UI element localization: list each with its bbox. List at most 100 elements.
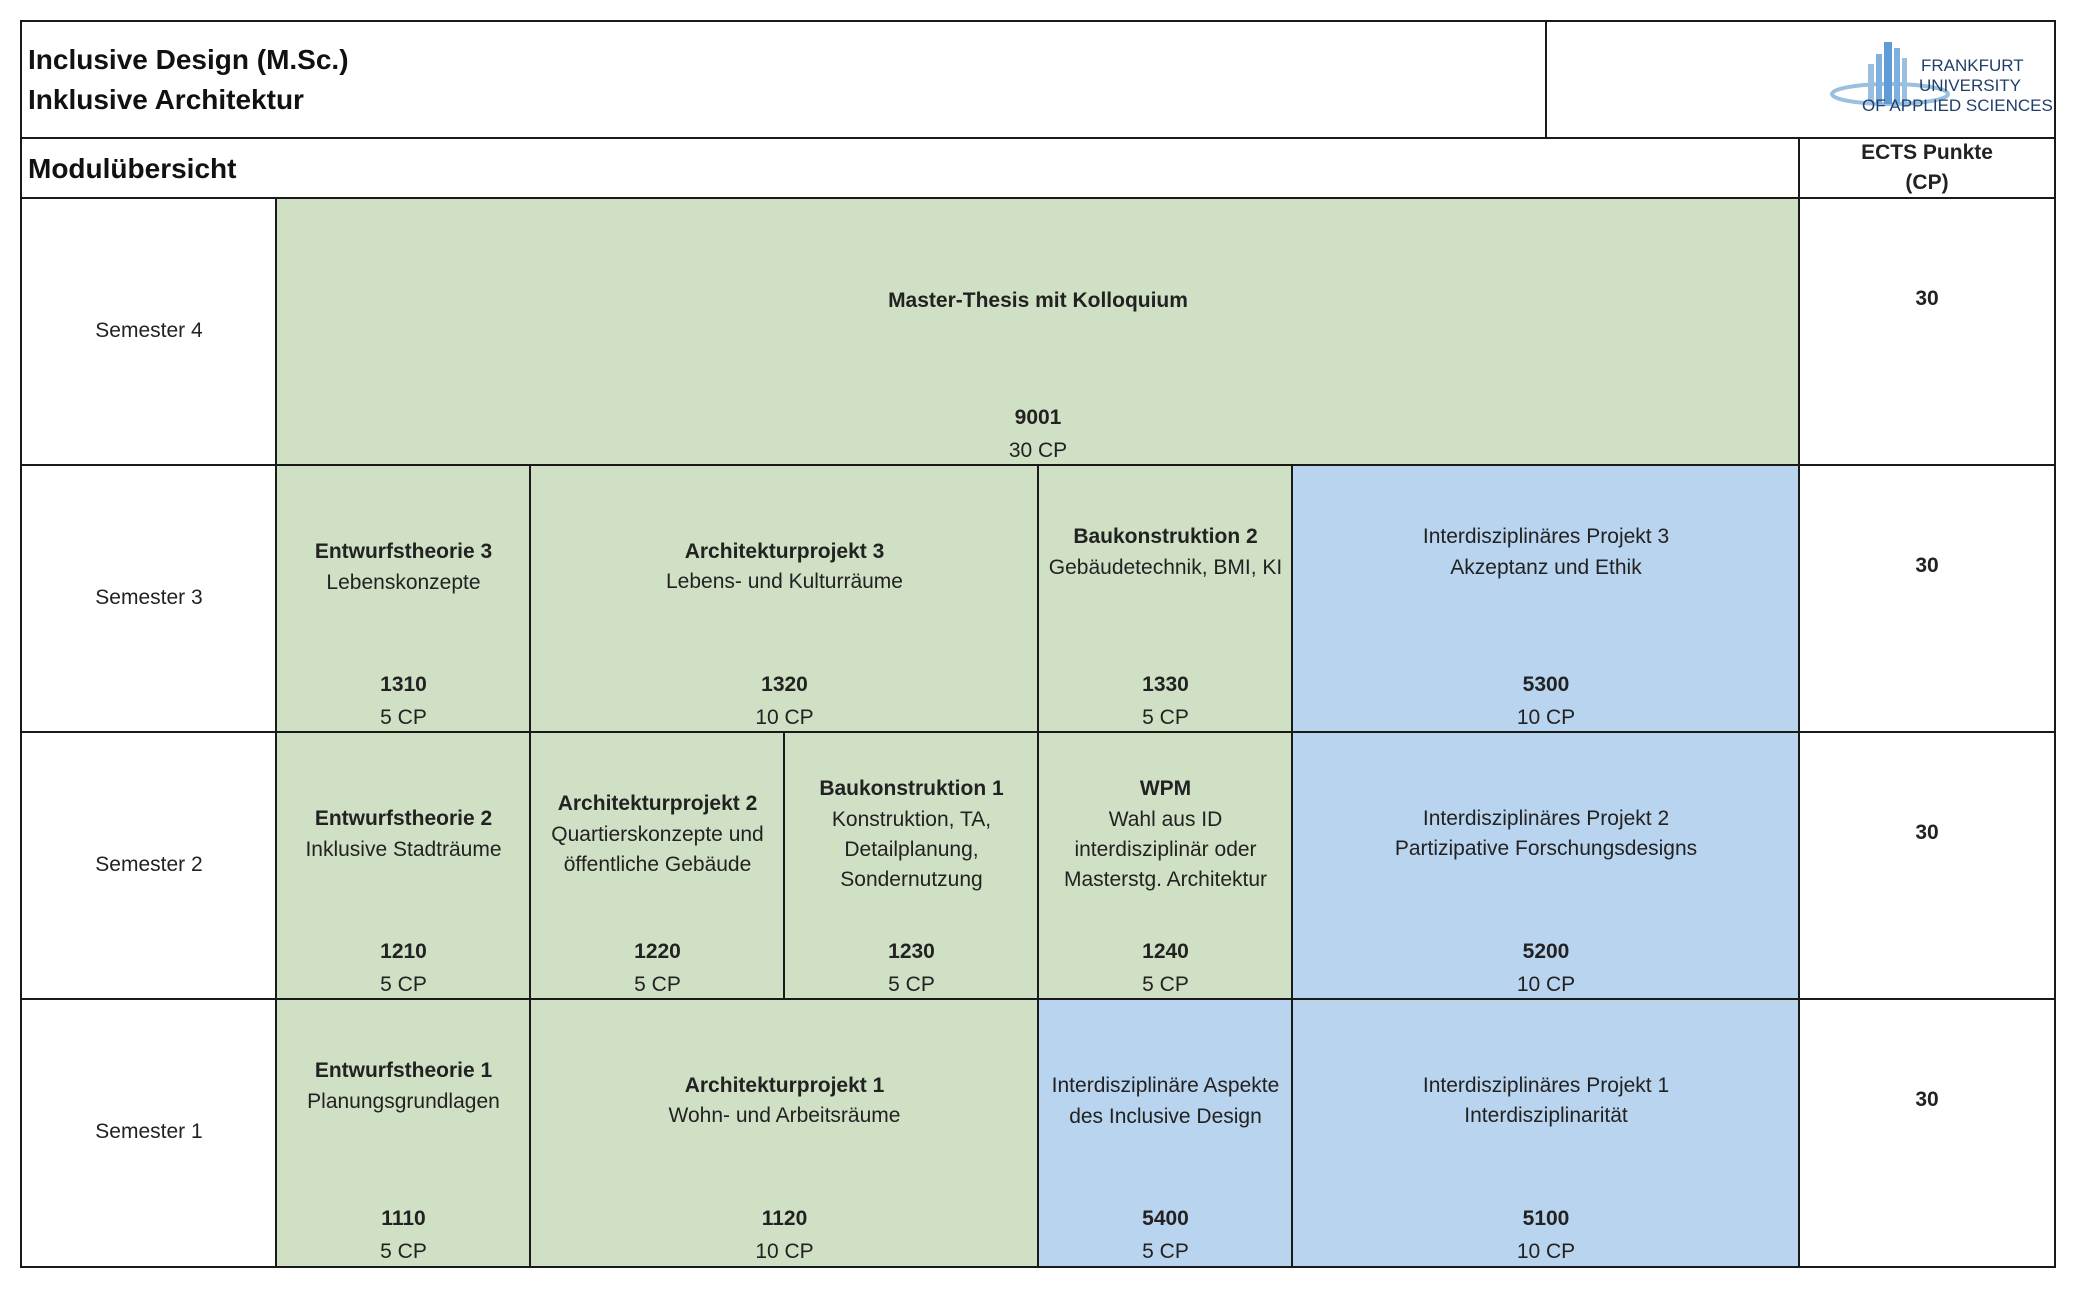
module-subtitle: Wohn- und Arbeitsräume	[668, 1104, 901, 1127]
semester-label: Semester 1	[95, 1120, 203, 1143]
module-cp: 5 CP	[380, 973, 427, 996]
module-cell: WPM Wahl aus ID interdisziplinär oder Ma…	[1037, 731, 1294, 1001]
module-subtitle-line: öffentliche Gebäude	[563, 853, 752, 876]
semester-label-cell: Semester 4	[20, 197, 278, 467]
module-cp: 5 CP	[634, 973, 681, 996]
module-code: 9001	[1014, 406, 1062, 429]
module-title: Architekturprojekt 2	[557, 792, 758, 815]
module-cell: Architekturprojekt 3 Lebens- und Kulturr…	[529, 464, 1040, 734]
module-cp: 10 CP	[755, 706, 814, 729]
university-logo-icon	[1830, 42, 1950, 106]
module-cp: 10 CP	[755, 1240, 814, 1263]
module-subtitle-line: Quartierskonzepte und	[551, 823, 764, 846]
module-cp: 10 CP	[1516, 973, 1576, 996]
module-cell: Interdisziplinäre Aspekte des Inclusive …	[1037, 998, 1294, 1268]
module-code: 1230	[888, 940, 935, 963]
module-title: WPM	[1139, 777, 1192, 800]
module-code: 1110	[381, 1207, 426, 1230]
ects-cell: 30	[1798, 731, 2056, 1001]
module-subtitle-line: Interdisziplinarität	[1464, 1104, 1628, 1127]
ects-header-line2: (CP)	[1905, 171, 1949, 194]
module-subtitle-line: Detailplanung,	[844, 838, 979, 861]
module-code: 1220	[634, 940, 681, 963]
module-title: Entwurfstheorie 2	[314, 807, 493, 830]
semester-label: Semester 4	[95, 319, 203, 342]
module-subtitle-line: des Inclusive Design	[1069, 1105, 1262, 1128]
ects-value: 30	[1915, 1088, 1939, 1111]
semester-label: Semester 3	[95, 586, 203, 609]
module-cp: 5 CP	[1142, 973, 1189, 996]
ects-header-cell: ECTS Punkte (CP)	[1798, 137, 2056, 200]
module-subtitle-line: Masterstg. Architektur	[1063, 868, 1268, 891]
module-cp: 30 CP	[1008, 439, 1068, 462]
module-subtitle-line: Sondernutzung	[840, 868, 983, 891]
module-code: 1330	[1142, 673, 1189, 696]
logo-line-2: UNIVERSITY	[1919, 76, 2022, 95]
program-subtitle: Inklusive Architektur	[28, 84, 304, 115]
ects-cell: 30	[1798, 464, 2056, 734]
module-title: Entwurfstheorie 1	[314, 1059, 493, 1082]
module-code: 1320	[761, 673, 808, 696]
module-subtitle-line: Interdisziplinäre Aspekte	[1051, 1074, 1280, 1097]
module-code: 5400	[1142, 1207, 1189, 1230]
module-subtitle: Inklusive Stadträume	[305, 838, 502, 861]
module-title: Baukonstruktion 1	[819, 777, 1004, 800]
module-code: 5300	[1522, 673, 1570, 696]
module-code: 1120	[761, 1207, 808, 1230]
module-subtitle-line: Interdisziplinäres Projekt 1	[1422, 1074, 1670, 1097]
module-cp: 5 CP	[888, 973, 935, 996]
module-title: Entwurfstheorie 3	[314, 540, 493, 563]
module-cell: Entwurfstheorie 2 Inklusive Stadträume 1…	[275, 731, 532, 1001]
ects-cell: 30	[1798, 998, 2056, 1268]
module-cell: Entwurfstheorie 3 Lebenskonzepte 1310 5 …	[275, 464, 532, 734]
module-cell: Master-Thesis mit Kolloquium 9001 30 CP	[275, 197, 1801, 467]
module-subtitle-line: Wahl aus ID	[1108, 808, 1223, 831]
module-cp: 5 CP	[1142, 1240, 1189, 1263]
semester-label-cell: Semester 1	[20, 998, 278, 1268]
module-cp: 5 CP	[1142, 706, 1189, 729]
module-cp: 5 CP	[380, 706, 427, 729]
module-subtitle-line: interdisziplinär oder	[1074, 838, 1257, 861]
semester-label-cell: Semester 2	[20, 731, 278, 1001]
module-cp: 10 CP	[1516, 1240, 1576, 1263]
logo-line-3: OF APPLIED SCIENCES	[1862, 96, 2053, 115]
module-subtitle-line: Interdisziplinäres Projekt 2	[1422, 807, 1670, 830]
module-subtitle-line: Interdisziplinäres Projekt 3	[1422, 525, 1670, 548]
ects-value: 30	[1915, 287, 1939, 310]
module-cell: Interdisziplinäres Projekt 3 Akzeptanz u…	[1291, 464, 1801, 734]
header-title-cell: Inclusive Design (M.Sc.) Inklusive Archi…	[20, 20, 1548, 140]
module-cell: Interdisziplinäres Projekt 1 Interdiszip…	[1291, 998, 1801, 1268]
ects-value: 30	[1915, 821, 1939, 844]
module-code: 5100	[1522, 1207, 1570, 1230]
module-subtitle: Lebens- und Kulturräume	[666, 570, 903, 593]
ects-header-line1: ECTS Punkte	[1861, 141, 1993, 164]
module-title: Master-Thesis mit Kolloquium	[888, 289, 1188, 312]
module-cp: 5 CP	[380, 1240, 427, 1263]
module-code: 1210	[380, 940, 427, 963]
overview-label: Modulübersicht	[28, 153, 237, 184]
module-subtitle-line: Konstruktion, TA,	[831, 808, 992, 831]
module-cell: Interdisziplinäres Projekt 2 Partizipati…	[1291, 731, 1801, 1001]
logo-line-1: FRANKFURT	[1921, 56, 2024, 75]
semester-label: Semester 2	[95, 853, 203, 876]
module-cell: Baukonstruktion 2 Gebäudetechnik, BMI, K…	[1037, 464, 1294, 734]
module-subtitle: Gebäudetechnik, BMI, KI	[1048, 556, 1283, 579]
module-title: Baukonstruktion 2	[1073, 525, 1258, 548]
module-code: 1240	[1142, 940, 1189, 963]
module-subtitle-line: Akzeptanz und Ethik	[1450, 556, 1642, 579]
ects-value: 30	[1915, 554, 1939, 577]
module-subtitle: Lebenskonzepte	[326, 571, 481, 594]
module-cell: Entwurfstheorie 1 Planungsgrundlagen 111…	[275, 998, 532, 1268]
module-cp: 10 CP	[1516, 706, 1576, 729]
module-title: Architekturprojekt 1	[684, 1074, 885, 1097]
module-cell: Baukonstruktion 1 Konstruktion, TA, Deta…	[783, 731, 1040, 1001]
program-title: Inclusive Design (M.Sc.)	[28, 44, 349, 75]
module-code: 1310	[380, 673, 427, 696]
overview-label-cell: Modulübersicht	[20, 137, 1801, 200]
header-logo-cell: FRANKFURT UNIVERSITY OF APPLIED SCIENCES	[1545, 20, 2056, 140]
semester-label-cell: Semester 3	[20, 464, 278, 734]
module-subtitle: Planungsgrundlagen	[307, 1090, 500, 1113]
module-code: 5200	[1522, 940, 1570, 963]
module-title: Architekturprojekt 3	[684, 540, 885, 563]
ects-cell: 30	[1798, 197, 2056, 467]
